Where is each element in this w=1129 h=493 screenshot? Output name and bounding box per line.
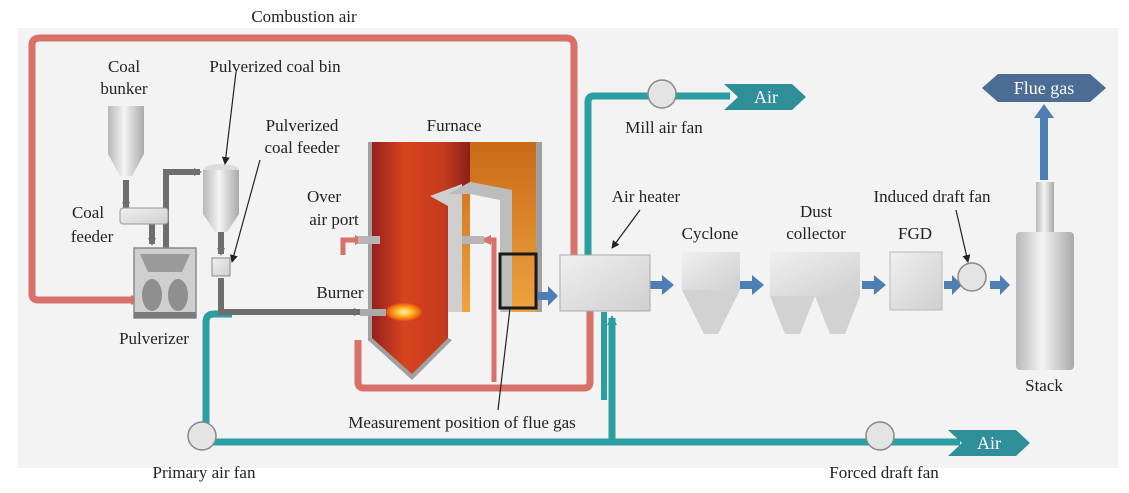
leader-measurement xyxy=(497,307,511,411)
label-furnace: Furnace xyxy=(427,116,482,135)
mill-air-fan xyxy=(647,79,677,109)
label-induced-draft-fan: Induced draft fan xyxy=(873,187,991,206)
label-combustion-air: Combustion air xyxy=(251,7,357,26)
primary-air-fan xyxy=(187,421,217,451)
flue-gas-tag-text: Flue gas xyxy=(1014,78,1075,98)
combustion-air-branch xyxy=(481,235,497,382)
primary-air-line xyxy=(202,310,232,442)
label-pulverized-coal-feeder-line1: Pulverized xyxy=(266,116,339,135)
leader-pulverized-coal-feeder xyxy=(229,159,261,263)
label-dust-collector-line2: collector xyxy=(786,224,846,243)
air-tag-top: Air xyxy=(724,84,806,110)
leader-induced-draft-fan xyxy=(955,209,971,263)
label-coal-feeder-line1: Coal xyxy=(72,203,104,222)
leader-air-heater xyxy=(611,209,641,249)
fgd xyxy=(889,251,943,311)
feeder-to-burner-line xyxy=(218,278,362,316)
over-air-port-left-feed xyxy=(340,235,365,255)
flue-gas-tag: Flue gas xyxy=(982,74,1106,102)
forced-draft-fan xyxy=(865,421,895,451)
label-air-heater: Air heater xyxy=(612,187,681,206)
label-measurement-position: Measurement position of flue gas xyxy=(348,413,576,432)
pulverized-coal-feeder xyxy=(211,257,231,277)
air-tag-bottom-text: Air xyxy=(977,433,1001,453)
label-stack: Stack xyxy=(1025,376,1063,395)
label-pulverized-coal-bin: Pulverized coal bin xyxy=(209,57,341,76)
label-mill-air-fan: Mill air fan xyxy=(625,118,703,137)
combustion-air-line xyxy=(28,34,578,304)
air-tag-bottom: Air xyxy=(948,430,1030,456)
label-forced-draft-fan: Forced draft fan xyxy=(829,463,939,482)
measurement-box xyxy=(498,252,538,310)
label-over-air-port-line2: air port xyxy=(309,210,359,229)
stack xyxy=(1016,182,1074,370)
coal-feeder xyxy=(119,207,169,225)
label-pulverized-coal-feeder-line2: coal feeder xyxy=(264,138,339,157)
coal-bunker xyxy=(108,106,144,176)
label-cyclone: Cyclone xyxy=(682,224,739,243)
label-over-air-port-line1: Over xyxy=(307,187,341,206)
label-primary-air-fan: Primary air fan xyxy=(153,463,256,482)
label-coal-feeder-line2: feeder xyxy=(71,227,114,246)
label-coal-bunker-line2: bunker xyxy=(100,79,148,98)
pulverized-coal-bin xyxy=(203,164,239,232)
flue-gas-arrows xyxy=(538,104,1054,306)
label-burner: Burner xyxy=(316,283,364,302)
air-heater xyxy=(559,254,651,312)
label-coal-bunker-line1: Coal xyxy=(108,57,140,76)
air-tag-top-text: Air xyxy=(754,87,778,107)
label-pulverizer: Pulverizer xyxy=(119,329,189,348)
label-dust-collector-line1: Dust xyxy=(800,202,832,221)
background-panel xyxy=(18,28,1118,468)
dust-collector xyxy=(770,252,860,334)
combustion-air-return-line xyxy=(354,310,594,392)
cyclone xyxy=(682,252,740,334)
mill-air-line xyxy=(584,92,730,255)
label-fgd: FGD xyxy=(898,224,932,243)
leader-pulverized-coal-bin xyxy=(221,71,237,165)
burner-flame xyxy=(360,303,422,321)
induced-draft-fan xyxy=(957,262,987,292)
pulverizer xyxy=(133,247,197,319)
